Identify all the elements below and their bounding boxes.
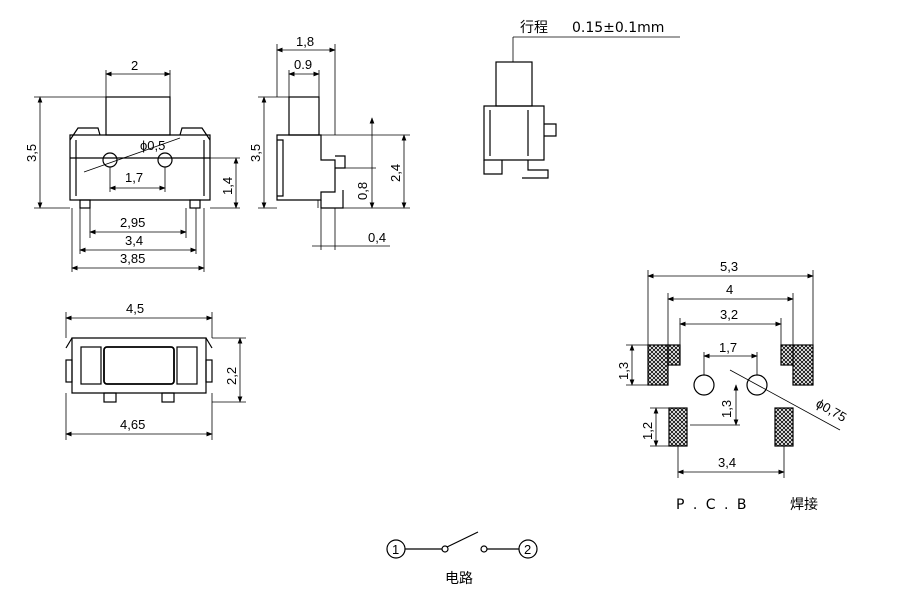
front-body — [69, 134, 211, 201]
dim-side-w-inner: 0.9 — [294, 57, 312, 72]
dim-front-height-b: 1,4 — [220, 177, 235, 195]
front-ear-left — [69, 127, 101, 141]
dim-bottom-width: 4,5 — [126, 301, 144, 316]
circuit-pin-2: 2 — [524, 542, 531, 557]
pcb-pad-bottom-left — [668, 407, 688, 447]
dim-pcb-h-pad: 1,3 — [616, 362, 631, 380]
stroke-value: 0.15±0.1mm — [572, 20, 664, 36]
dim-side-offset: 0,4 — [368, 230, 386, 245]
circuit-symbol: 1 2 电路 — [386, 531, 538, 587]
pcb-caption-letters: P . C . B — [676, 497, 749, 513]
side-body — [276, 134, 336, 201]
circuit-switch-lever — [446, 531, 479, 548]
dim-pcb-h-pad2: 1,2 — [640, 422, 655, 440]
dim-front-w3: 3,85 — [120, 251, 145, 266]
dim-pcb-hole: ϕ0,75 — [814, 396, 850, 425]
front-ear-right — [179, 127, 211, 141]
front-hole-right — [157, 152, 173, 168]
bottom-view: 4,5 2,2 4,65 — [65, 301, 246, 440]
dim-front-pitch: 1,7 — [125, 170, 143, 185]
pcb-pad-top-left — [647, 344, 669, 386]
side-view: 1,8 0.9 3,5 2,4 0,8 0,4 — [248, 34, 410, 250]
pcb-footprint: 5,3 4 3,2 1,7 1,3 1,3 ϕ0,75 1,2 — [616, 259, 849, 513]
front-plunger — [105, 96, 171, 136]
circuit-label: 电路 — [445, 571, 473, 587]
stroke-view: 行程 0.15±0.1mm — [483, 20, 680, 179]
stroke-label: 行程 — [520, 20, 548, 36]
circuit-pin-1: 1 — [392, 542, 399, 557]
side-plunger — [288, 96, 320, 136]
stroke-plunger — [495, 61, 533, 107]
dim-front-height: 3,5 — [24, 144, 39, 162]
dim-bottom-height: 2,2 — [224, 367, 239, 385]
dim-pcb-w2: 4 — [726, 282, 733, 297]
dim-side-h1: 2,4 — [388, 164, 403, 182]
dim-front-w1: 2,95 — [120, 215, 145, 230]
pcb-caption-cn: 焊接 — [790, 496, 818, 513]
pcb-hole-left — [693, 374, 715, 396]
bottom-actuator — [103, 346, 175, 385]
dim-side-height: 3,5 — [248, 144, 263, 162]
pcb-pad-top-right — [792, 344, 814, 386]
dim-front-hole: ϕ0,5 — [140, 138, 165, 153]
dim-front-w2: 3,4 — [125, 233, 143, 248]
dim-pcb-w1: 5,3 — [720, 259, 738, 274]
dim-side-h2: 0,8 — [355, 182, 370, 200]
dim-pcb-pitch: 1,7 — [719, 340, 737, 355]
dim-front-width-top: 2 — [131, 58, 138, 73]
dim-pcb-w3: 3,2 — [720, 307, 738, 322]
pcb-pad-bottom-right — [774, 407, 794, 447]
front-view: 2 3,5 ϕ0,5 1,7 1,4 2,95 3,4 3,85 — [24, 58, 240, 272]
dim-bottom-width-b: 4,65 — [120, 417, 145, 432]
dim-side-w-top: 1,8 — [296, 34, 314, 49]
dim-pcb-h-hole: 1,3 — [719, 400, 734, 418]
dim-pcb-w-bottom: 3,4 — [718, 455, 736, 470]
